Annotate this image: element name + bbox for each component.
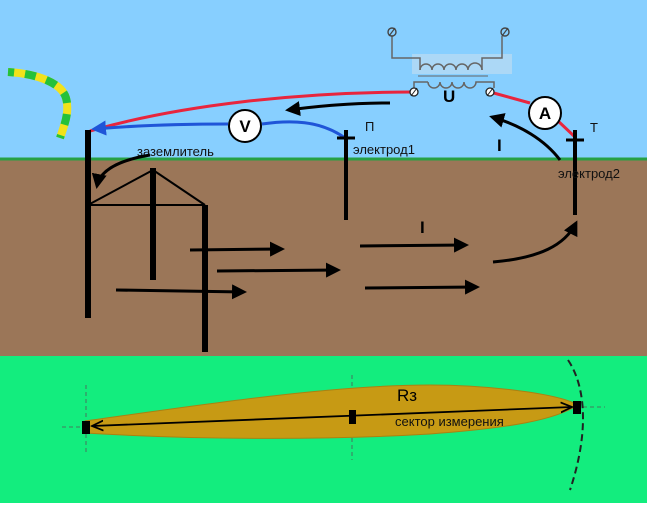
voltmeter-icon bbox=[228, 109, 262, 143]
transformer-icon bbox=[387, 27, 512, 89]
red-wire-electrode2 bbox=[555, 118, 577, 139]
electrode2-point-marker bbox=[573, 401, 581, 414]
grounding-label: заземлитель bbox=[137, 144, 214, 159]
blue-wire-main bbox=[261, 120, 346, 140]
ammeter-icon bbox=[528, 96, 562, 130]
electrode2-label: электрод2 bbox=[558, 166, 620, 181]
red-wire-main bbox=[89, 90, 415, 133]
current-label-ground: I bbox=[420, 218, 425, 237]
grounding-point-marker bbox=[82, 421, 90, 434]
arrow-red-wire-direction bbox=[285, 101, 391, 116]
arrow-grounding-pointer bbox=[91, 153, 151, 189]
sector-arc bbox=[567, 359, 584, 491]
ammeter-label: A bbox=[539, 104, 551, 123]
electrode1-point-marker bbox=[349, 410, 356, 424]
rz-label: Rз bbox=[397, 386, 417, 405]
electrode2-marker: Т bbox=[590, 120, 598, 135]
current-label-top: I bbox=[497, 136, 502, 155]
voltage-label: U bbox=[443, 87, 455, 106]
grounding-structure bbox=[85, 130, 208, 352]
grounding-cable-stripes bbox=[7, 68, 72, 140]
sector-label: сектор измерения bbox=[395, 414, 504, 429]
sky-area bbox=[0, 0, 647, 160]
blue-wire-voltmeter bbox=[91, 120, 229, 136]
ground-current-arrows bbox=[115, 220, 578, 300]
electrode1-label: электрод1 bbox=[353, 142, 415, 157]
electrode1-marker: П bbox=[365, 119, 374, 134]
arrow-current-up bbox=[489, 113, 562, 161]
rz-arrow bbox=[92, 407, 572, 426]
soil-area bbox=[0, 160, 647, 356]
voltmeter-label: V bbox=[239, 117, 251, 136]
red-wire-ammeter bbox=[489, 90, 531, 105]
